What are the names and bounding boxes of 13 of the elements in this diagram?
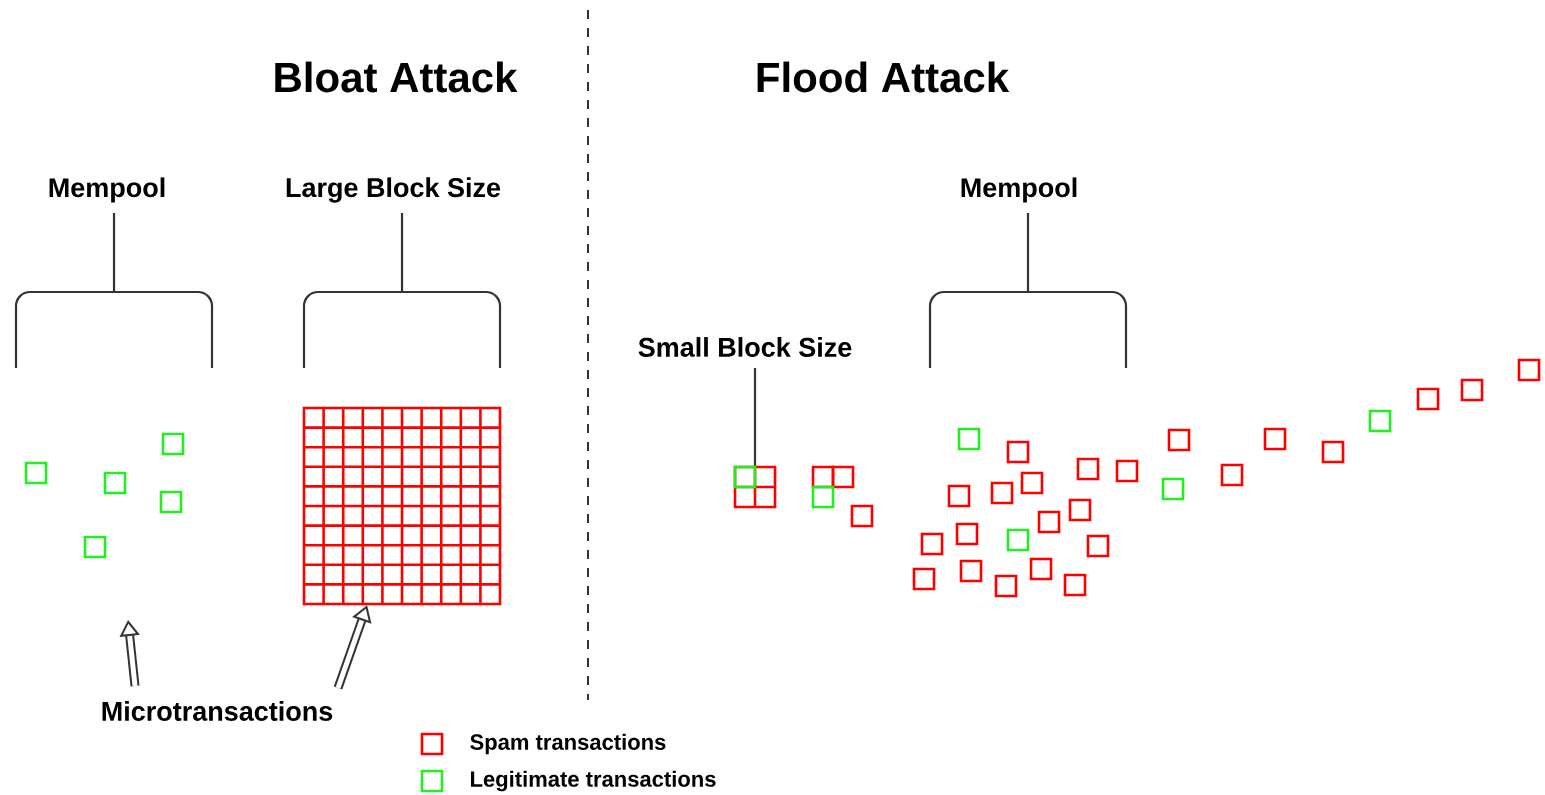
block-grid — [302, 406, 502, 606]
bracket-label: Large Block Size — [286, 177, 501, 203]
bracket-label: Mempool — [961, 177, 1077, 203]
caption-text: Microtransactions — [102, 701, 333, 721]
title: Flood Attack — [757, 61, 1010, 93]
caption-text: Small Block Size — [638, 337, 852, 357]
leader-line — [753, 368, 757, 466]
hollow-arrow — [119, 620, 140, 687]
bracket-label: Mempool — [49, 177, 165, 203]
title: Bloat Attack — [275, 61, 518, 93]
block-squares — [733, 465, 777, 509]
legend-text: Legitimate transactions — [471, 770, 716, 792]
legend-text: Spam transactions — [470, 733, 666, 755]
